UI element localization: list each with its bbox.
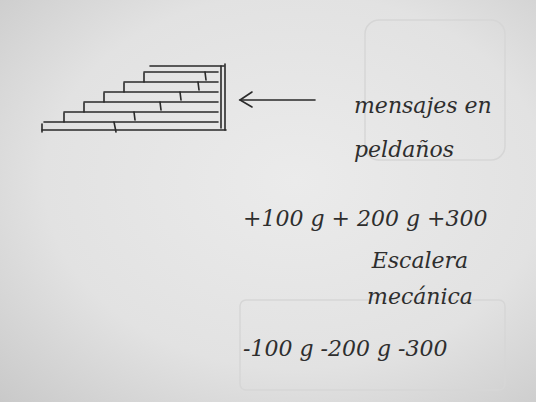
note-text: mensajes en peldaños — [354, 84, 532, 172]
pointer-arrow — [240, 92, 315, 107]
weight-values: -100 g -200 g -300 — [243, 334, 523, 364]
show-through — [240, 20, 505, 390]
stairs-drawing — [42, 64, 226, 132]
weight-values: +100 g + 200 g +300 — [243, 204, 523, 234]
title-note: Escalera mecánica — [345, 243, 495, 315]
